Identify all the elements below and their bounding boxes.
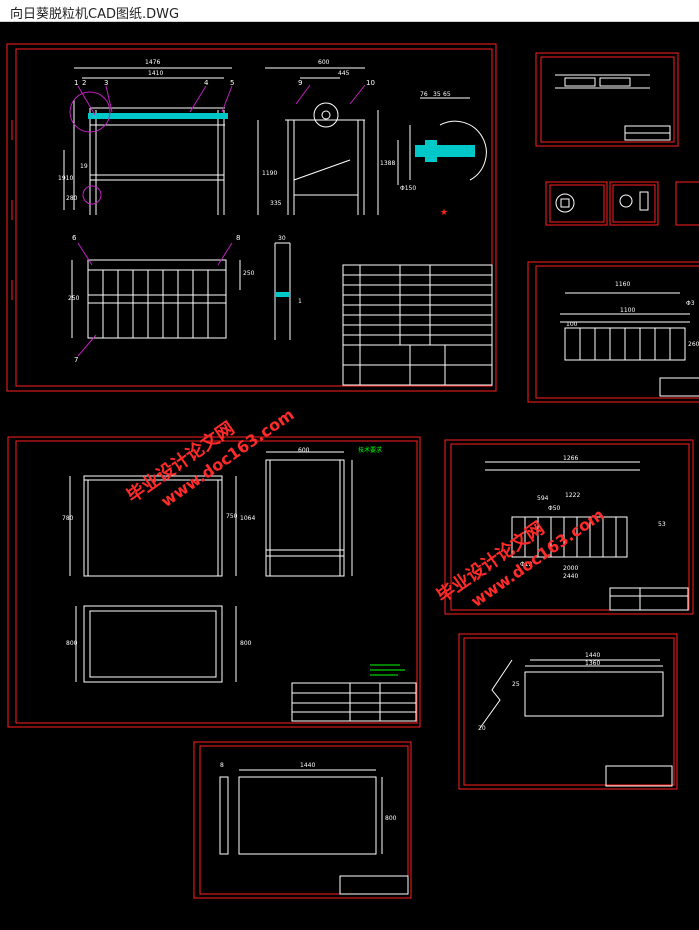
sheet-cover: 1440 800 8 xyxy=(193,741,412,899)
window-titlebar: 向日葵脱粒机CAD图纸.DWG xyxy=(0,0,699,22)
dim-label: 594 xyxy=(537,495,549,502)
dim-label: 280 xyxy=(66,195,78,202)
dim-label: 600 xyxy=(298,447,310,454)
dim-label: 2440 xyxy=(563,573,578,580)
sheet-frame: 1064 780 750 600 800 800 技术要求 xyxy=(7,436,421,728)
dim-label: 2000 xyxy=(563,565,578,572)
sheet-small-part-2 xyxy=(609,181,659,226)
dim-label: 445 xyxy=(338,70,350,77)
dim-label: 30 xyxy=(278,235,286,242)
dim-label: Φ12 xyxy=(520,561,533,568)
dim-label: 750 xyxy=(226,513,238,520)
dim-label: 1222 xyxy=(565,492,580,499)
balloon-label: 7 xyxy=(74,356,78,364)
dim-label: 800 xyxy=(66,640,78,647)
dim-label: 25 xyxy=(512,681,520,688)
dim-label: 1910 xyxy=(58,175,73,182)
sheet-shaft-detail xyxy=(535,52,679,147)
dim-label: 1 xyxy=(298,298,302,305)
balloon-label: 1 xyxy=(74,79,78,87)
dim-label: 20 xyxy=(478,725,486,732)
balloon-label: 10 xyxy=(366,79,375,87)
dim-label: 260 xyxy=(688,341,699,348)
dim-label: 1266 xyxy=(563,455,578,462)
note-label: 技术要求 xyxy=(358,446,382,454)
dim-label: Φ150 xyxy=(400,185,416,192)
dim-label: 780 xyxy=(62,515,74,522)
cad-drawing-canvas[interactable]: ★ 1476 xyxy=(0,22,699,926)
dim-label: 800 xyxy=(240,640,252,647)
sheet-plate: 1440 1360 25 20 xyxy=(458,633,678,790)
svg-text:★: ★ xyxy=(440,208,448,218)
sheet-small-part-3 xyxy=(675,181,699,226)
balloon-label: 5 xyxy=(230,79,234,87)
sheet-main-assembly: ★ 1476 xyxy=(6,43,497,392)
sheet-screen-2: 1266 1222 594 Φ50 Φ12 53 2000 2440 xyxy=(444,439,694,615)
dim-label: 19 xyxy=(80,163,88,170)
dim-label: 35 xyxy=(433,91,441,98)
sheet-small-part-1 xyxy=(545,181,608,226)
dim-label: 800 xyxy=(385,815,397,822)
dim-label: 1440 xyxy=(585,652,600,659)
dim-label: 1160 xyxy=(615,281,630,288)
dim-label: 1410 xyxy=(148,70,163,77)
dim-label: 76 xyxy=(420,91,428,98)
dim-label: 65 xyxy=(443,91,451,98)
dim-label: 8 xyxy=(220,762,224,769)
dim-label: 250 xyxy=(243,270,255,277)
dim-label: 1100 xyxy=(620,307,635,314)
dim-label: 1190 xyxy=(262,170,277,177)
balloon-label: 3 xyxy=(104,79,108,87)
balloon-label: 6 xyxy=(72,234,77,242)
dim-label: 1360 xyxy=(585,660,600,667)
balloon-label: 2 xyxy=(82,79,86,87)
dim-label: 1388 xyxy=(380,160,395,167)
dim-label: 100 xyxy=(566,321,578,328)
dim-label: 335 xyxy=(270,200,282,207)
dim-label: Φ3 xyxy=(686,300,695,307)
dim-label: 53 xyxy=(658,521,666,528)
balloon-label: 8 xyxy=(236,234,240,242)
cad-drawing[interactable]: ★ 1476 xyxy=(0,22,699,926)
dim-label: 1064 xyxy=(240,515,255,522)
dim-label: 1440 xyxy=(300,762,315,769)
dim-label: 1476 xyxy=(145,59,160,66)
dim-label: 600 xyxy=(318,59,330,66)
balloon-label: 9 xyxy=(298,79,302,87)
window-title: 向日葵脱粒机CAD图纸.DWG xyxy=(10,7,180,22)
dim-label: Φ50 xyxy=(548,505,561,512)
dim-label: 250 xyxy=(68,295,80,302)
sheet-screen: 1160 1100 100 260 Φ3 xyxy=(527,261,699,403)
balloon-label: 4 xyxy=(204,79,209,87)
